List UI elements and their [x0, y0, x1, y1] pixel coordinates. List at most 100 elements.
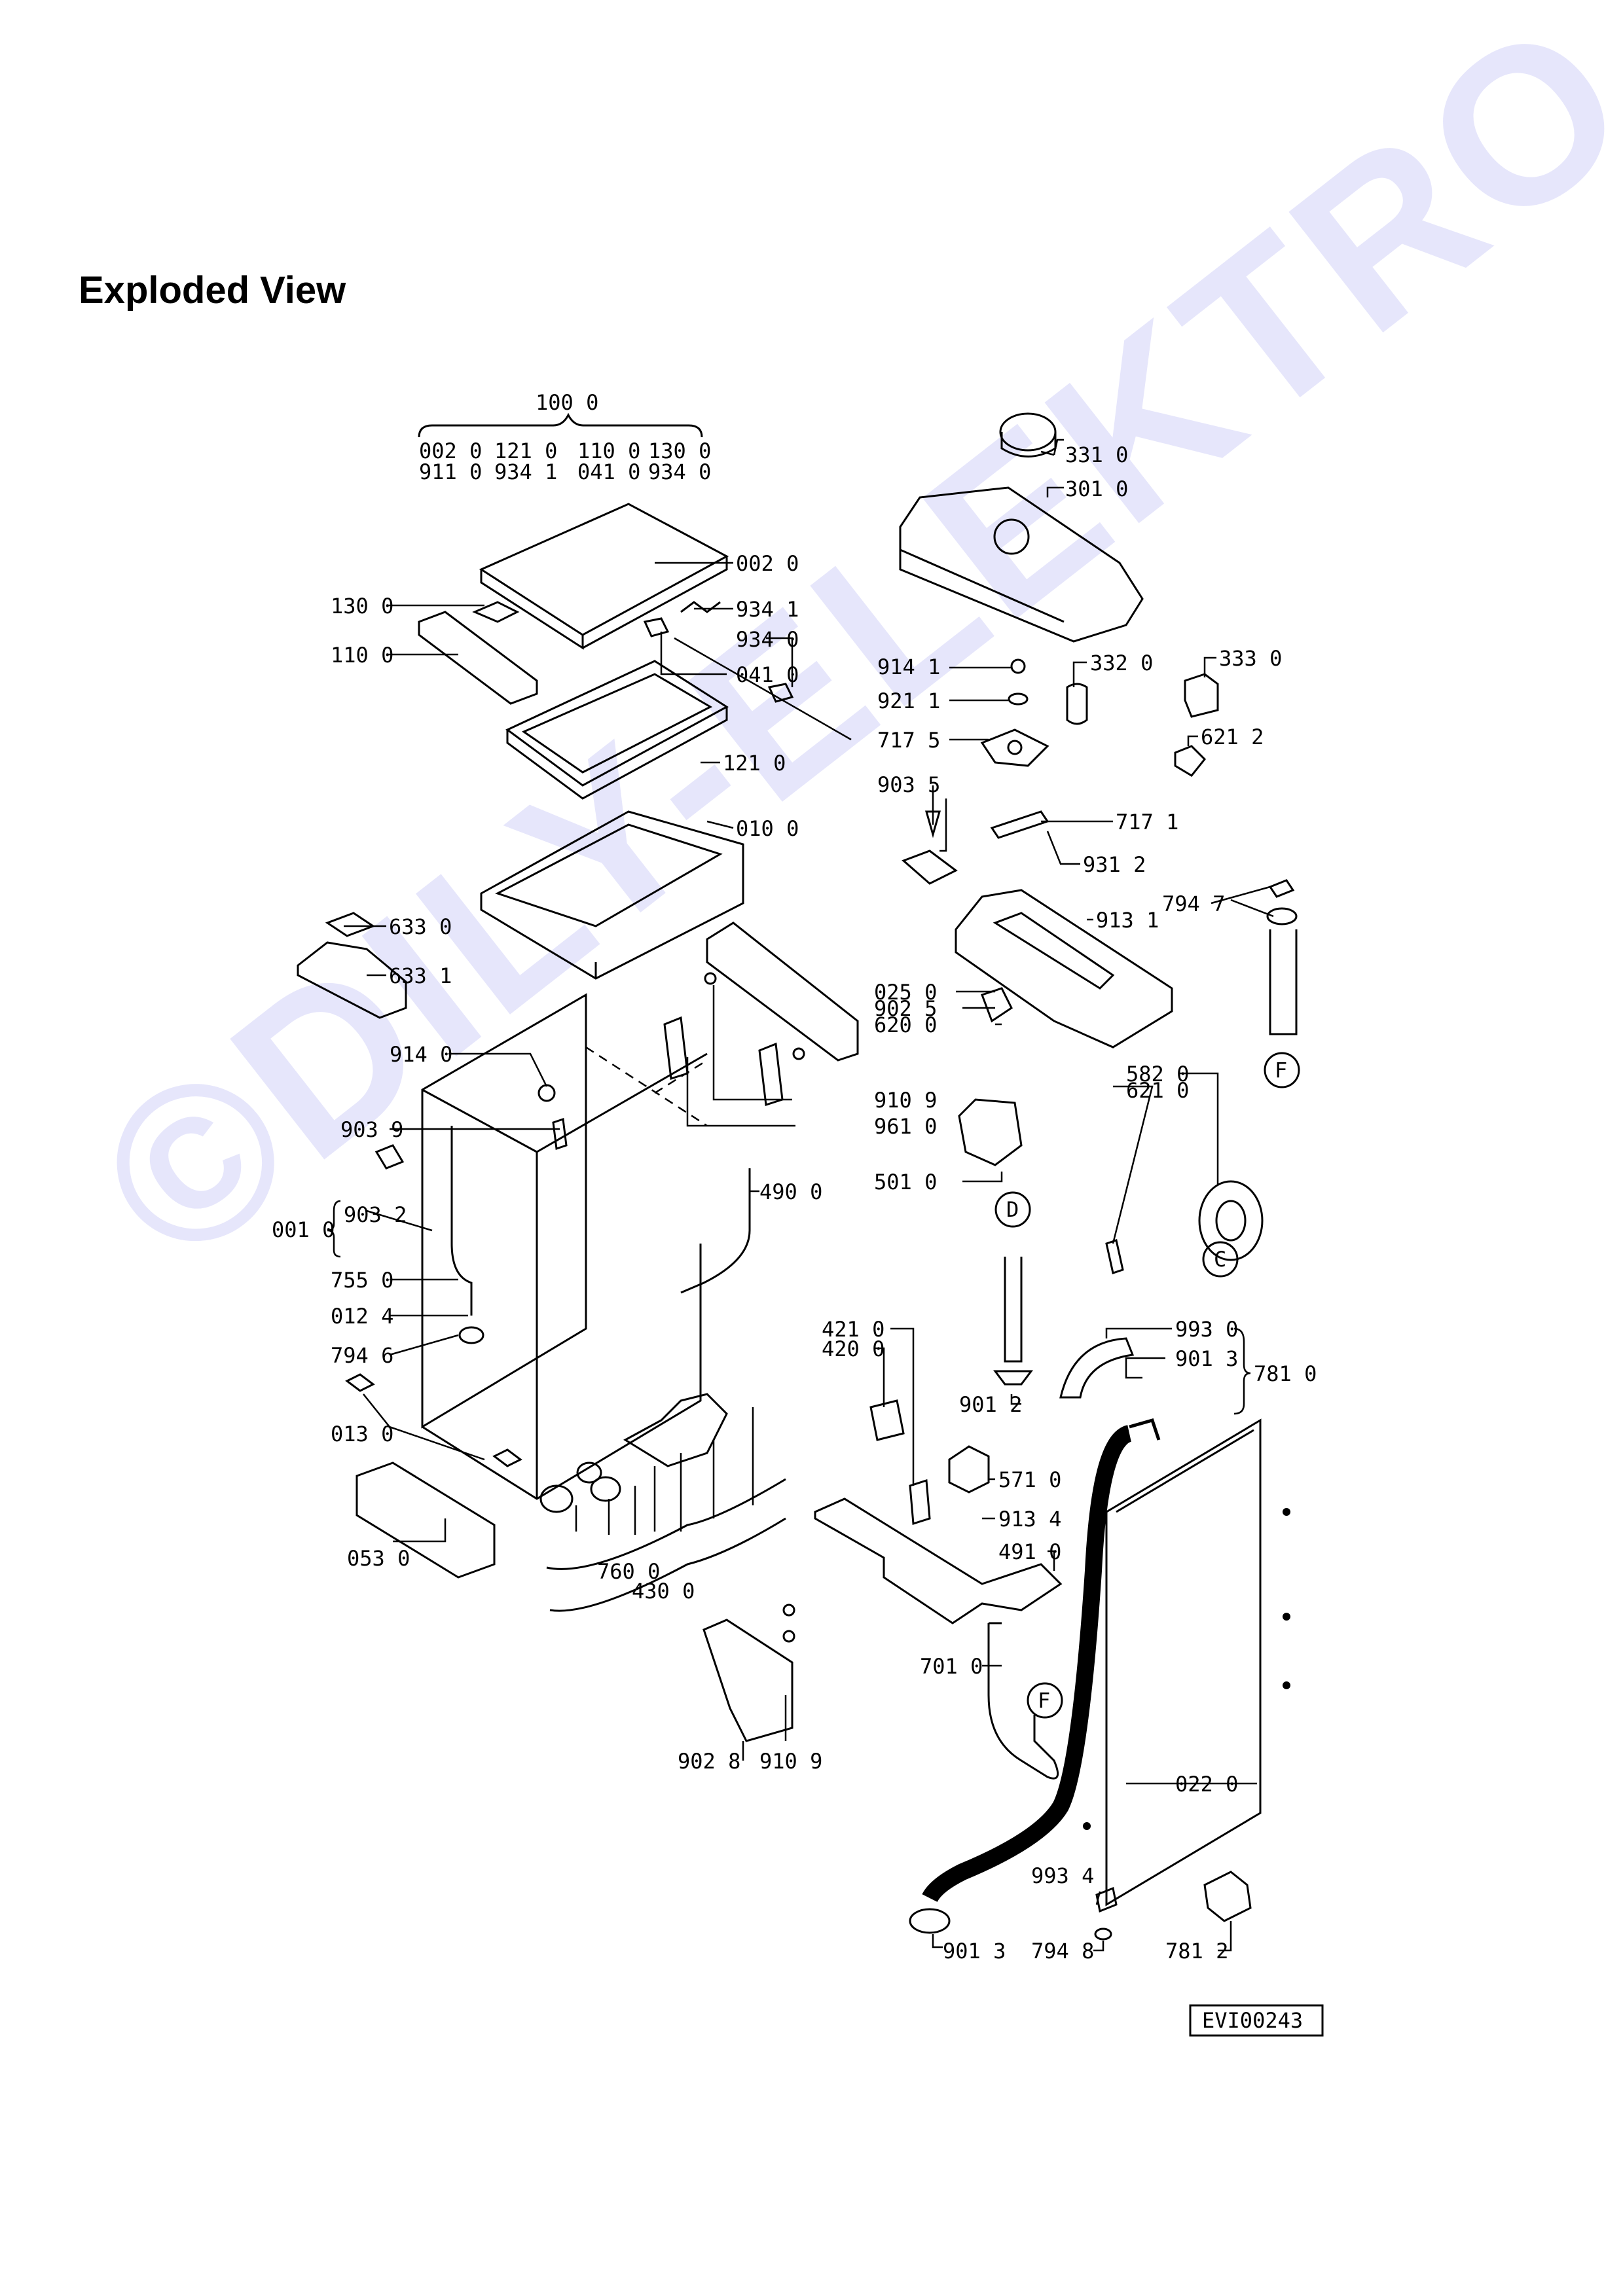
part-label: 620 0: [874, 1013, 937, 1037]
part-label: 010 0: [736, 816, 799, 841]
page-title: Exploded View: [79, 269, 346, 312]
console-knob-hole: [993, 518, 1030, 555]
clip-9039: [552, 1117, 568, 1151]
screw-9109b: [782, 1604, 795, 1617]
rail-9025: [706, 922, 859, 1062]
seal-760b: [576, 1462, 602, 1484]
group-item: 110 0: [577, 439, 640, 463]
part-label: 041 0: [736, 662, 799, 687]
hose-7010: [987, 1622, 1059, 1780]
part-label: 901 3: [1175, 1346, 1238, 1371]
cover-6331: [297, 941, 407, 1019]
side-panel: [1105, 1418, 1262, 1907]
group-item: 934 0: [648, 459, 711, 484]
sleeve-7812: [1203, 1871, 1252, 1922]
sensor-6210: [1105, 1239, 1124, 1274]
leader-lines: [327, 439, 1274, 1952]
part-label: 633 1: [389, 963, 452, 988]
control-base: [955, 889, 1173, 1049]
seal-760c: [590, 1476, 621, 1502]
connector-label: C: [1214, 1247, 1226, 1272]
part-label: 794 8: [1031, 1939, 1094, 1964]
part-label: 621 0: [1126, 1078, 1189, 1103]
group-item: 130 0: [648, 439, 711, 463]
cap-0130a: [345, 1373, 375, 1392]
part-label: 993 0: [1175, 1317, 1238, 1342]
cam-717: [980, 728, 1049, 767]
part-label: 794 7: [1162, 891, 1225, 916]
bracket-7171: [990, 810, 1049, 839]
switch-6212: [1174, 745, 1207, 777]
spring-9934: [1095, 1886, 1118, 1913]
top-cover: [479, 503, 729, 650]
part-label: 621 2: [1201, 725, 1264, 749]
part-label: 012 4: [331, 1304, 393, 1329]
part-label: 903 9: [340, 1117, 403, 1142]
plate-9028: [702, 1619, 793, 1742]
hose-7810: [922, 1425, 1133, 1903]
nut-7947: [1268, 879, 1295, 898]
part-label: 001 0: [272, 1217, 335, 1242]
part-label: 794 6: [331, 1343, 393, 1368]
part-label: 914 1: [877, 655, 940, 679]
part-label: 914 0: [390, 1042, 452, 1067]
connector-markers: F D C F: [994, 1052, 1300, 1719]
cover-6330: [325, 912, 376, 937]
part-label: 781 0: [1254, 1361, 1317, 1386]
seal-760a: [539, 1484, 574, 1513]
nut-914: [1010, 658, 1026, 674]
part-label: 913 1: [1096, 908, 1159, 933]
group-header: 100 0 002 0 121 0 110 0 130 0 911 0 934 …: [418, 390, 711, 484]
elbow-9930: [1059, 1337, 1135, 1399]
hose-7550: [450, 1126, 473, 1316]
drawing-code: EVI00243: [1202, 2008, 1303, 2033]
plate-9610: [663, 1016, 784, 1106]
part-label: 910 9: [874, 1088, 937, 1113]
part-label: 301 0: [1065, 476, 1128, 501]
part-label: 901 3: [943, 1939, 1006, 1964]
part-label: 903 5: [877, 772, 940, 797]
part-label: 903 2: [344, 1202, 407, 1227]
cap-0130b: [492, 1448, 522, 1467]
part-label: 002 0: [736, 551, 799, 576]
cabinet-dash: [585, 1046, 708, 1127]
part-label: 420 0: [822, 1336, 884, 1361]
bracket-bottom: [814, 1498, 1063, 1624]
part-label: 913 4: [998, 1507, 1061, 1532]
connector-f-bottom: [1027, 1682, 1063, 1719]
plate: [902, 850, 958, 885]
motor-5010: [958, 1098, 1023, 1166]
part-label: 430 0: [632, 1579, 695, 1604]
capacitor-4210: [909, 1479, 931, 1526]
parts: [297, 412, 1298, 1941]
bracket-760: [549, 1517, 786, 1612]
lid-assembly: [480, 810, 744, 980]
part-label: 931 2: [1083, 852, 1146, 877]
plate-9032: [374, 1144, 405, 1170]
part-label: 013 0: [331, 1422, 393, 1446]
part-label: 760 0: [597, 1559, 660, 1584]
group-item: 934 1: [494, 459, 557, 484]
part-6200: [981, 987, 1013, 1023]
part-label: 717 1: [1116, 810, 1178, 834]
capacitor-4200: [869, 1399, 905, 1441]
door-frame: [505, 660, 729, 800]
knob: [999, 412, 1057, 452]
bracket-430: [546, 1478, 786, 1570]
connector-label: F: [1275, 1058, 1287, 1083]
part-label: 910 9: [759, 1749, 822, 1774]
part-label: 121 0: [723, 751, 786, 776]
part-label: 490 0: [759, 1179, 822, 1204]
washer-921: [1008, 692, 1029, 706]
part-label: 633 0: [389, 914, 452, 939]
cable-4900: [680, 1168, 751, 1294]
part-label: 781 2: [1165, 1939, 1228, 1964]
part-label: 022 0: [1175, 1772, 1238, 1797]
part-label: 110 0: [331, 643, 393, 668]
part-label: 902 8: [678, 1749, 740, 1774]
part-label: 053 0: [347, 1546, 410, 1571]
drawing-code-box: EVI00243: [1189, 2004, 1324, 2037]
connector-label: F: [1038, 1688, 1050, 1713]
group-header-label: 100 0: [536, 390, 598, 415]
